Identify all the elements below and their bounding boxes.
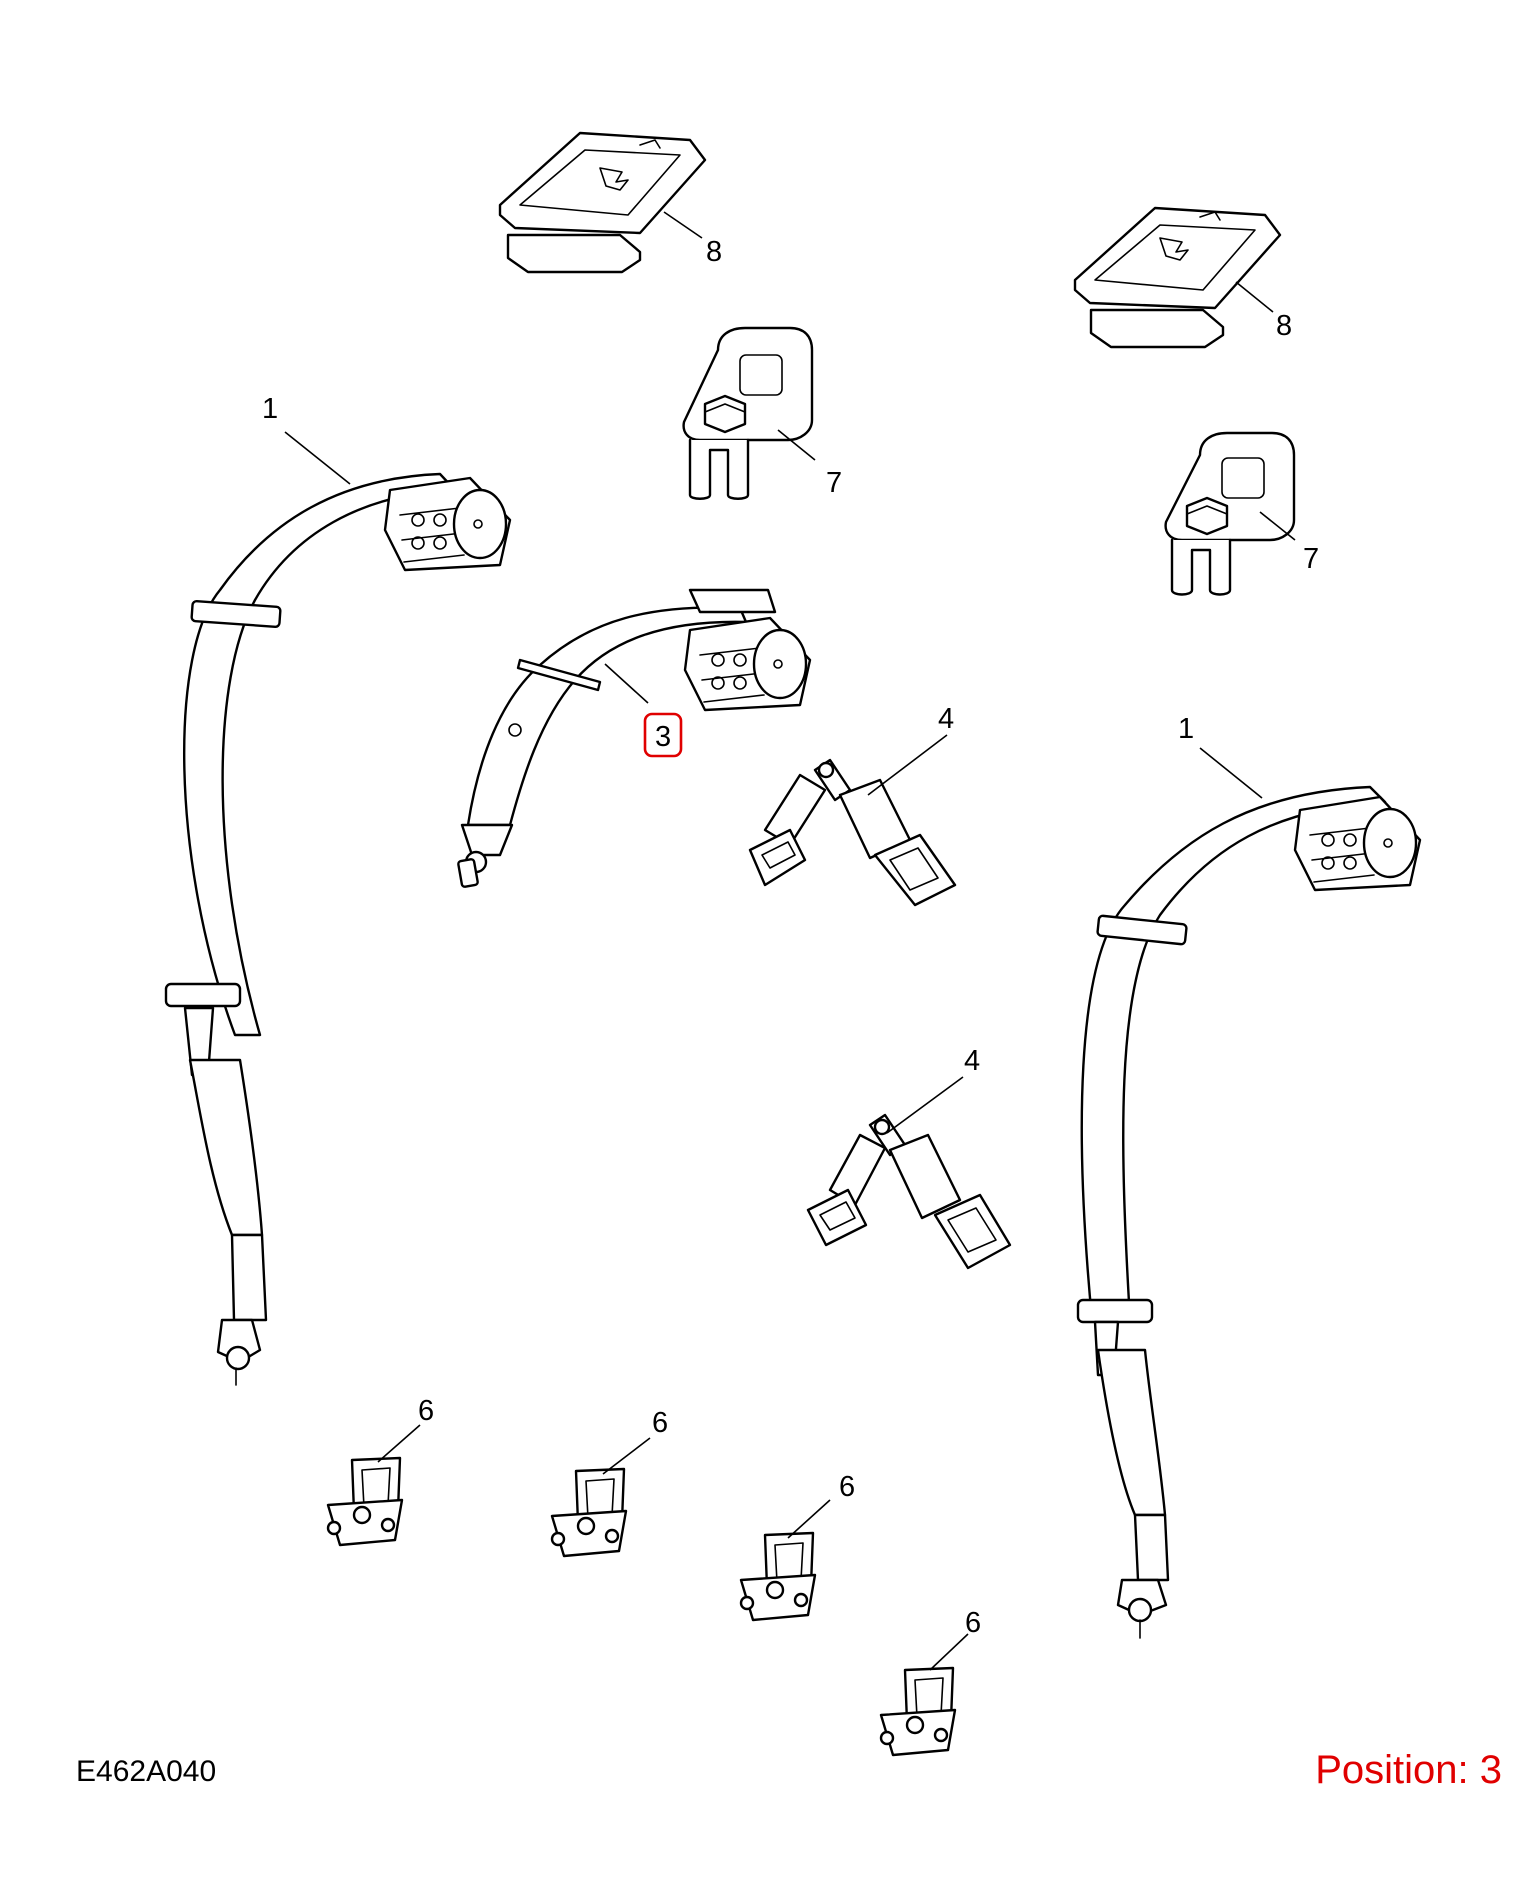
callout-1-left[interactable]: 1 xyxy=(262,393,278,425)
callout-8-left[interactable]: 8 xyxy=(706,236,722,268)
part-6-clip-d[interactable] xyxy=(879,1666,957,1757)
part-4-buckle-bottom[interactable] xyxy=(806,1113,1012,1270)
part-4-buckle-top[interactable] xyxy=(748,758,957,907)
part-8-trim-cover-left[interactable] xyxy=(498,131,707,274)
callout-6-c[interactable]: 6 xyxy=(839,1471,855,1503)
part-1-seat-belt-left[interactable] xyxy=(164,472,512,1386)
drawing-code: E462A040 xyxy=(76,1755,217,1788)
part-1-seat-belt-right[interactable] xyxy=(1076,785,1422,1639)
callout-labels: 1 1 3 4 4 6 6 6 6 7 7 8 8 xyxy=(262,236,1319,1639)
callout-4-bottom[interactable]: 4 xyxy=(964,1045,980,1077)
callout-7-right[interactable]: 7 xyxy=(1303,543,1319,575)
leader-lines xyxy=(284,211,1296,1671)
callout-3-highlight-box xyxy=(643,712,683,758)
callout-3[interactable]: 3 xyxy=(655,721,671,753)
part-6-clip-b[interactable] xyxy=(550,1467,628,1558)
callout-6-b[interactable]: 6 xyxy=(652,1407,668,1439)
part-3-centre-seat-belt[interactable] xyxy=(457,588,812,888)
part-7-anchor-right[interactable] xyxy=(1164,431,1296,596)
callout-8-right[interactable]: 8 xyxy=(1276,310,1292,342)
position-label: Position: 3 xyxy=(1315,1748,1502,1792)
callout-6-d[interactable]: 6 xyxy=(965,1607,981,1639)
callout-6-a[interactable]: 6 xyxy=(418,1395,434,1427)
part-6-clip-c[interactable] xyxy=(739,1531,817,1622)
callout-7-left[interactable]: 7 xyxy=(826,467,842,499)
callout-1-right[interactable]: 1 xyxy=(1178,713,1194,745)
callout-4-top[interactable]: 4 xyxy=(938,703,954,735)
part-7-anchor-left[interactable] xyxy=(682,326,814,500)
part-8-trim-cover-right[interactable] xyxy=(1073,206,1282,349)
part-6-clip-a[interactable] xyxy=(326,1456,404,1547)
